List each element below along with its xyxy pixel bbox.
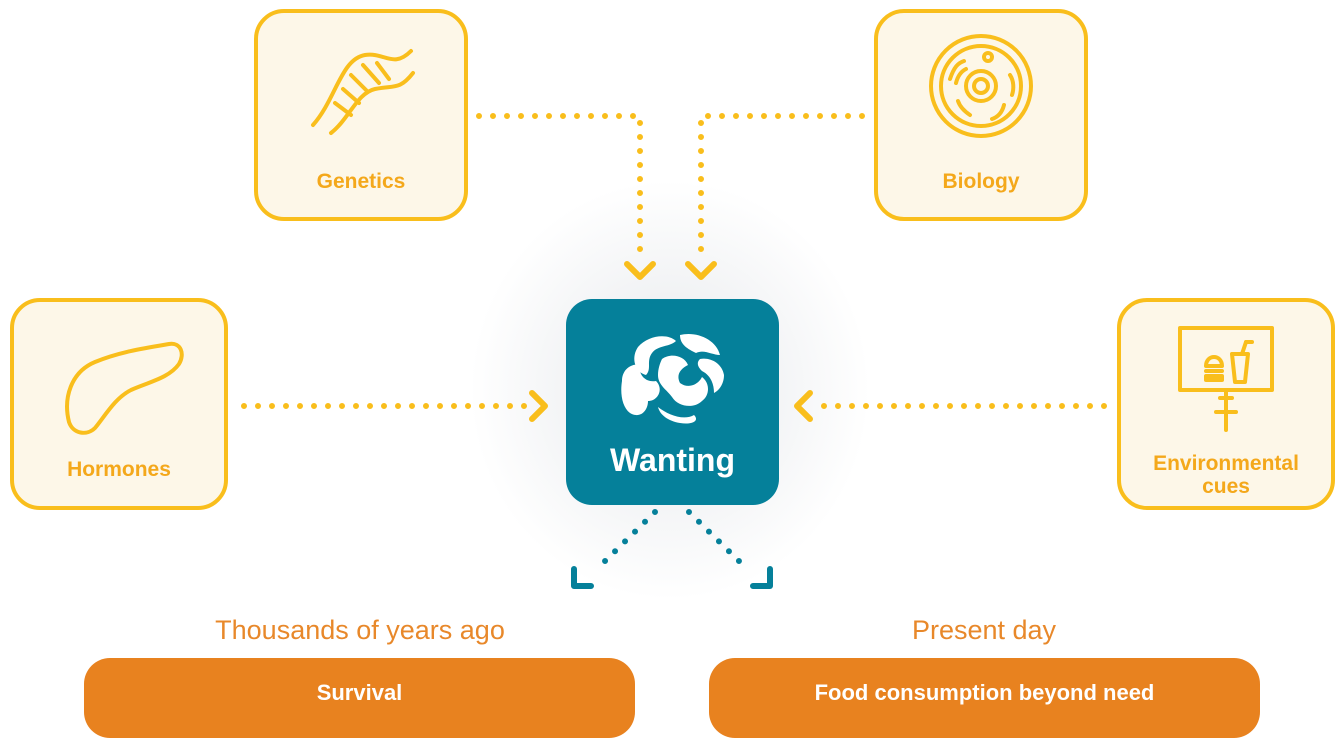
past-outcome-label: Survival [316, 680, 403, 705]
cell-icon [878, 31, 1084, 141]
environmental-node: Environmental cues [1117, 298, 1335, 510]
hormones-label: Hormones [67, 458, 171, 481]
wanting-node: Wanting [566, 299, 779, 505]
past-outcome: Survival [84, 658, 635, 738]
genetics-node: Genetics [254, 9, 468, 221]
biology-arrowhead [685, 261, 717, 280]
hormones-arrowhead [529, 390, 548, 422]
billboard-food-icon [1121, 324, 1331, 434]
environmental-label: Environmental cues [1121, 452, 1331, 498]
environmental-label-line2: cues [1202, 475, 1250, 498]
pancreas-icon [14, 328, 224, 438]
genetics-arrowhead [624, 261, 656, 280]
environmental-label-line1: Environmental [1153, 452, 1299, 475]
past-connector [597, 509, 658, 569]
biology-node: Biology [874, 9, 1088, 221]
wanting-label: Wanting [610, 442, 735, 478]
dna-icon [258, 39, 464, 139]
past-arrowhead [571, 566, 594, 589]
genetics-connector [476, 113, 643, 261]
genetics-label: Genetics [316, 170, 406, 193]
biology-label: Biology [942, 170, 1020, 193]
brain-icon [566, 329, 779, 425]
past-era-label: Thousands of years ago [215, 615, 505, 645]
biology-connector [698, 113, 865, 261]
present-outcome-label: Food consumption beyond need [814, 680, 1155, 705]
environmental-arrowhead [794, 390, 813, 422]
present-arrowhead [750, 566, 773, 589]
present-era-label: Present day [911, 615, 1057, 645]
present-outcome: Food consumption beyond need [709, 658, 1260, 738]
present-connector [686, 509, 747, 569]
hormones-node: Hormones [10, 298, 228, 510]
